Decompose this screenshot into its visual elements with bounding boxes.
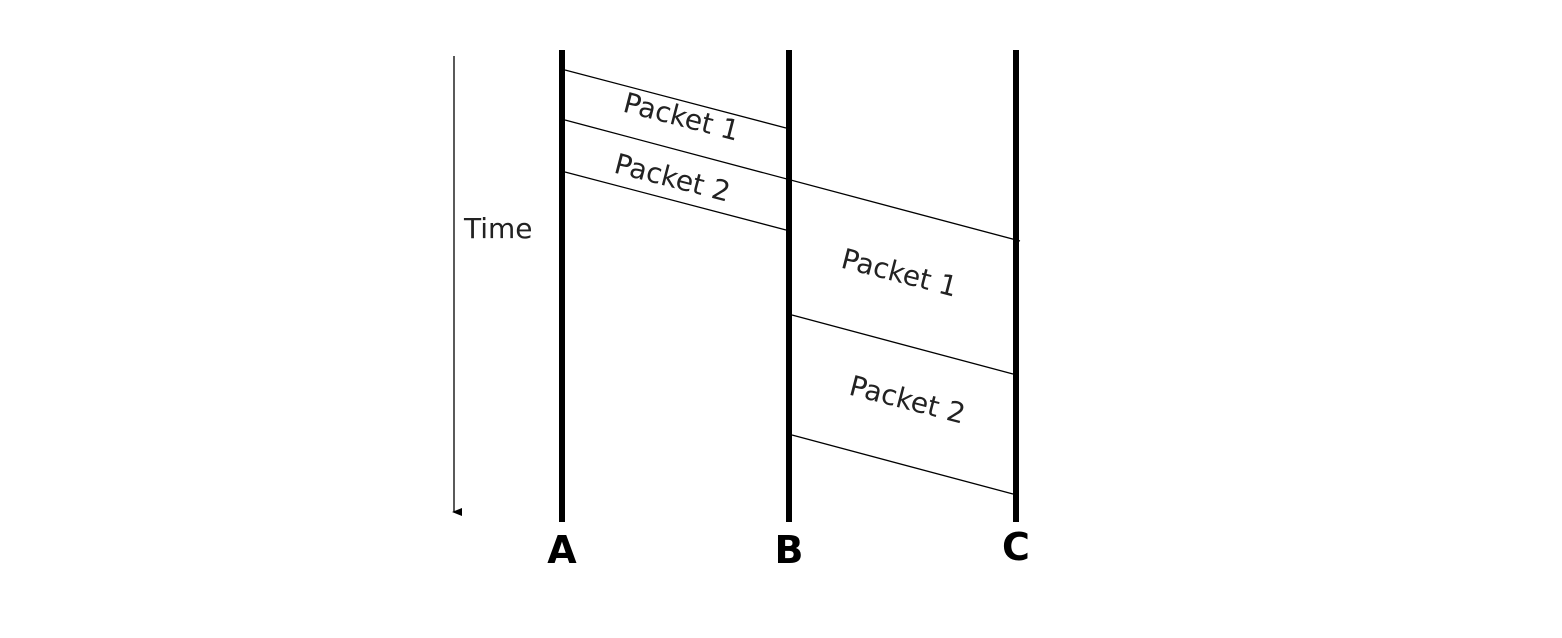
time-label: Time [463,212,533,245]
packet-bc-boundary-2 [791,434,1014,495]
node-label-c: C [1002,525,1030,569]
packet-label-ab-1: Packet 1 [620,86,743,148]
node-label-b: B [775,528,804,572]
packet-label-ab-2: Packet 2 [611,147,734,209]
packet-label-bc-1: Packet 1 [838,242,961,304]
node-label-a: A [547,528,577,572]
packet-ab-boundary-2 [564,119,1021,242]
packet-ab-boundary-3 [564,171,787,231]
packet-label-bc-2: Packet 2 [846,369,969,431]
packet-ab-boundary-1 [564,69,787,129]
packet-bc-boundary-1 [791,314,1014,375]
